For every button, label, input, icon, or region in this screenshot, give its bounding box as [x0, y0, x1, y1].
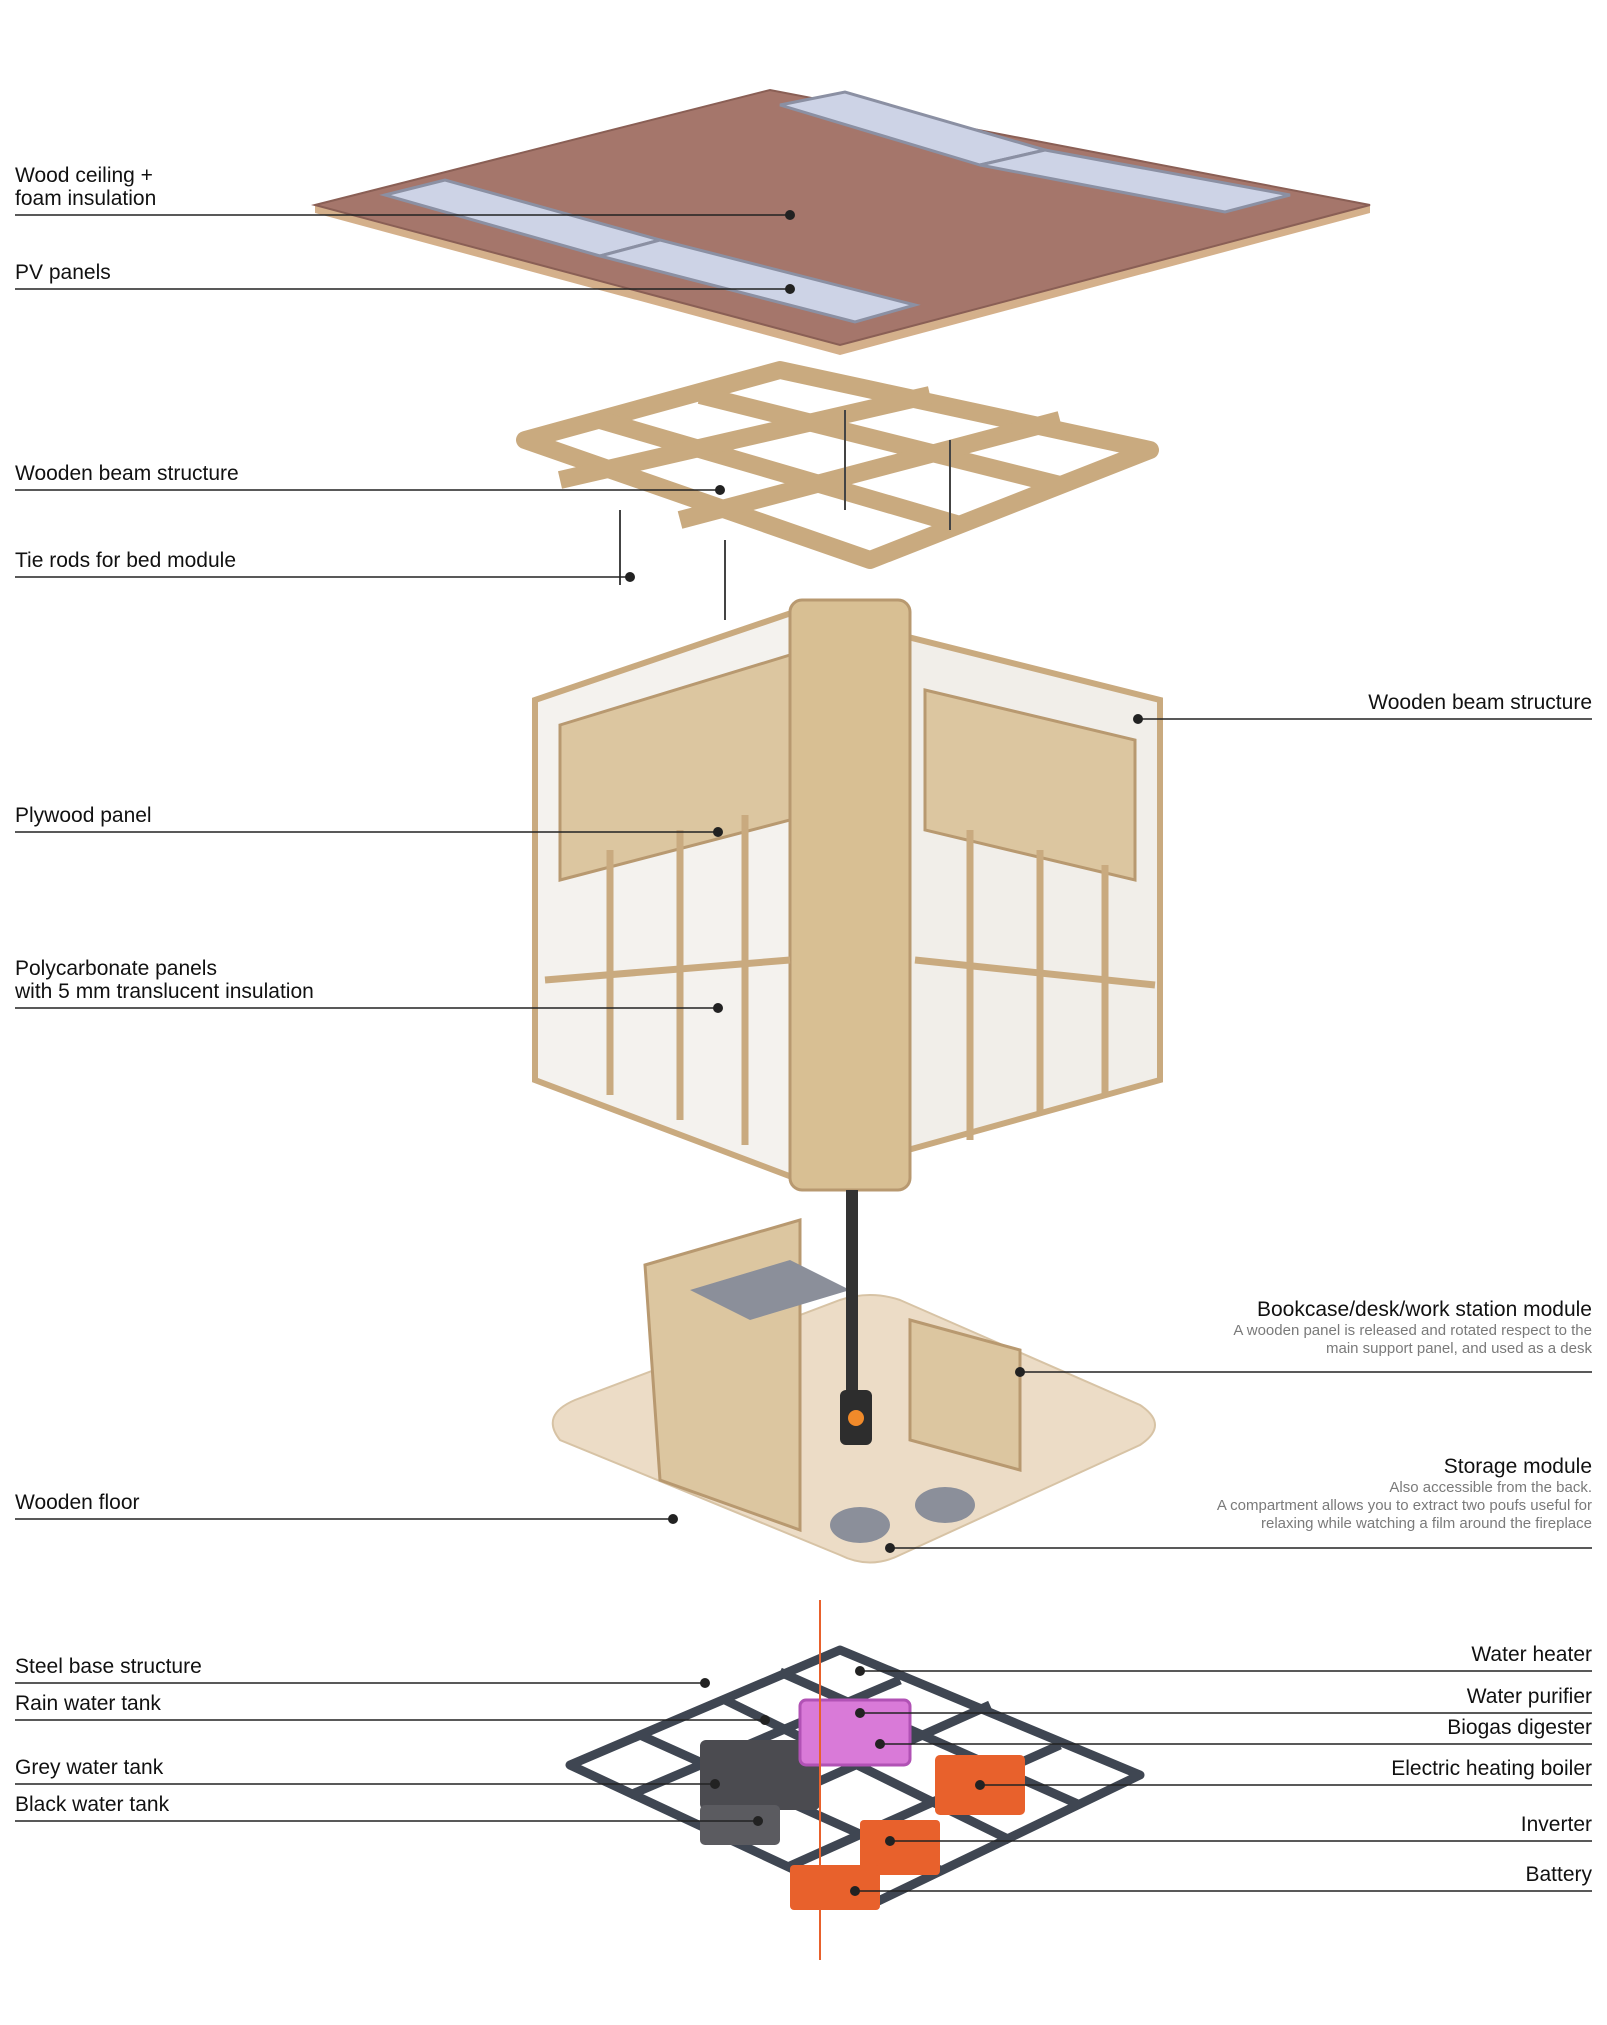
water-purifier — [798, 1698, 912, 1767]
window-mullions — [544, 815, 1156, 1145]
inverter — [860, 1820, 940, 1875]
ceiling-slab — [311, 88, 1371, 347]
battery — [790, 1865, 880, 1910]
bookcase-module — [908, 1318, 1022, 1472]
label-wooden-beam-structure: Wooden beam structure — [15, 462, 239, 485]
label-wooden-floor: Wooden floor — [15, 1491, 140, 1514]
plywood-panel-right — [923, 688, 1137, 882]
label-steel-base: Steel base structure — [15, 1655, 202, 1678]
label-battery: Battery — [1525, 1863, 1592, 1886]
pv-panel — [979, 148, 1291, 214]
grey-water-tank — [700, 1805, 780, 1845]
label-pv-panels: PV panels — [15, 261, 111, 284]
leader-dots — [625, 210, 1143, 1896]
wall-shell — [532, 598, 1163, 1192]
fire — [848, 1410, 864, 1426]
pouf — [830, 1507, 890, 1543]
label-rain-water-tank: Rain water tank — [15, 1692, 161, 1715]
roof-layer — [311, 88, 1371, 355]
label-polycarbonate-panels: Polycarbonate panels with 5 mm transluce… — [15, 957, 314, 1003]
label-bookcase-module: Bookcase/desk/work station module — [1256, 1298, 1592, 1321]
storage-description: Also accessible from the back. A compart… — [1216, 1479, 1592, 1532]
beam — [697, 386, 1063, 494]
base-structure — [565, 1600, 1145, 1960]
top-beam-frame — [516, 361, 1159, 569]
beam-ring — [516, 361, 1159, 569]
beam — [597, 411, 963, 534]
pouf — [915, 1487, 975, 1523]
label-water-heater: Water heater — [1471, 1643, 1592, 1666]
label-grey-water-tank: Grey water tank — [15, 1756, 164, 1779]
leader-lines — [15, 214, 1592, 1892]
beam — [677, 411, 1063, 529]
bookcase-description: A wooden panel is released and rotated r… — [1233, 1322, 1592, 1357]
label-black-water-tank: Black water tank — [15, 1793, 170, 1816]
label-electric-heating-boiler: Electric heating boiler — [1391, 1757, 1592, 1780]
label-plywood-panel: Plywood panel — [15, 804, 152, 827]
label-biogas-digester: Biogas digester — [1447, 1716, 1592, 1739]
pv-panel — [594, 238, 921, 324]
label-water-purifier: Water purifier — [1466, 1685, 1592, 1708]
label-wooden-beam-structure-side: Wooden beam structure — [1368, 691, 1592, 714]
mattress — [690, 1260, 850, 1320]
floor-and-modules — [551, 1190, 1156, 1564]
central-column — [788, 598, 912, 1192]
label-storage-module: Storage module — [1443, 1455, 1592, 1478]
label-inverter: Inverter — [1520, 1813, 1592, 1836]
rain-water-tank — [700, 1740, 820, 1810]
label-tie-rods: Tie rods for bed module — [15, 549, 237, 572]
label-wood-ceiling: Wood ceiling + foam insulation — [15, 164, 157, 210]
beam — [557, 386, 933, 489]
